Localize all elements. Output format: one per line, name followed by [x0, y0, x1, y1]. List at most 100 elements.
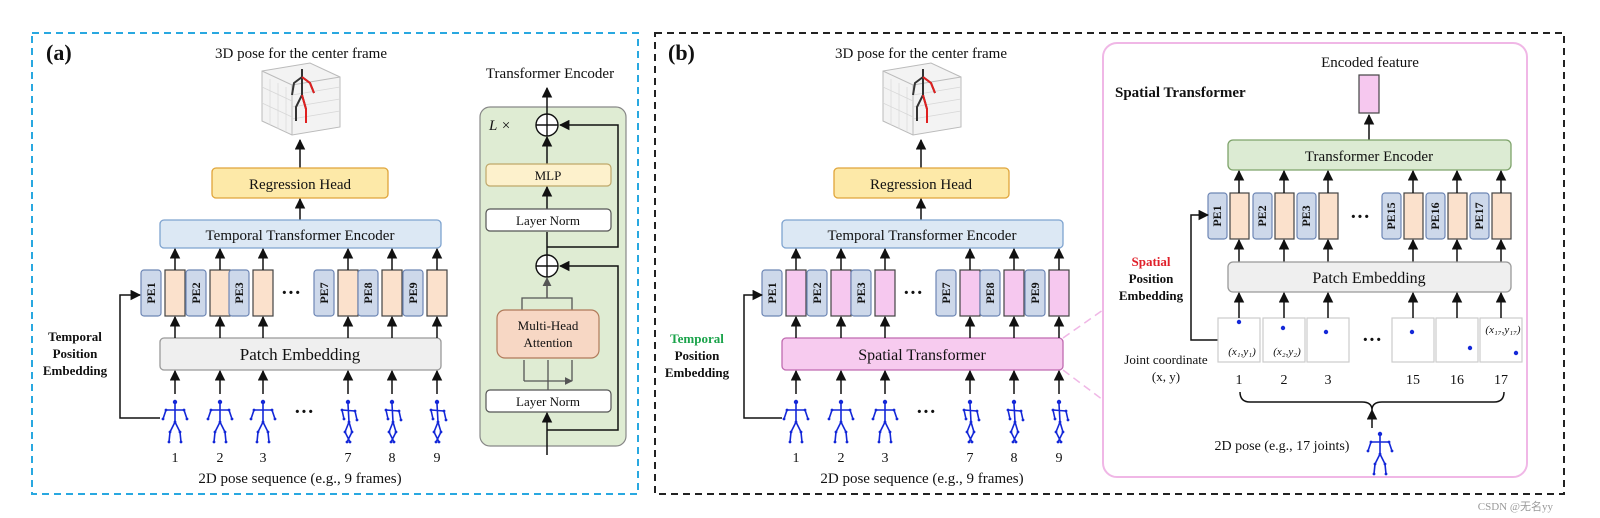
pose-2d-skeleton — [205, 398, 235, 445]
embedding-token — [252, 269, 274, 317]
embedding-token — [164, 269, 186, 317]
pe-label: PE1 — [765, 282, 779, 303]
joint-number: 15 — [1406, 373, 1420, 388]
joint-number: 17 — [1494, 373, 1508, 388]
pe-token — [850, 269, 872, 317]
joint-box — [1306, 317, 1350, 363]
pe-token — [1425, 192, 1446, 240]
pe-token — [1381, 192, 1402, 240]
spatial-transformer-b — [781, 337, 1064, 371]
temporal-encoder-a-label: Temporal Transformer Encoder — [206, 228, 395, 244]
pe-label: PE7 — [939, 282, 953, 303]
ellipsis: ··· — [1350, 206, 1370, 228]
embedding-token — [1318, 192, 1339, 240]
spatial-detail-box — [1102, 42, 1528, 478]
embedding-token — [830, 269, 852, 317]
pe-label: PE3 — [854, 282, 868, 303]
pe-token — [402, 269, 424, 317]
frame-number: 9 — [1056, 451, 1063, 466]
mha-label-2: Attention — [523, 335, 573, 350]
frame-number: 3 — [882, 451, 889, 466]
joint-box — [1435, 317, 1479, 363]
temporal-pos-emb-b-1: Temporal — [670, 331, 724, 346]
embedding-token — [959, 269, 981, 317]
pe-label: PE3 — [1299, 205, 1313, 226]
patch-embedding-spatial — [1227, 261, 1512, 293]
watermark: CSDN @无名yy — [1478, 499, 1554, 513]
mha-inputs — [523, 360, 572, 381]
encoded-feature-token — [1358, 74, 1380, 114]
embedding-token — [1447, 192, 1468, 240]
embedding-token — [1229, 192, 1250, 240]
pose-2d-skeleton — [870, 398, 900, 445]
pe-label: PE9 — [406, 282, 420, 303]
embedding-token — [426, 269, 448, 317]
joint-number: 2 — [1281, 373, 1288, 388]
pose-2d-skeleton — [781, 398, 811, 445]
pose-3d-cube-a — [261, 62, 341, 136]
temporal-pos-emb-a-2: Position — [53, 346, 99, 361]
encoder-detail-bg — [479, 106, 627, 447]
temporal-encoder-b — [781, 219, 1064, 249]
spatial-caption: 2D pose (e.g., 17 joints) — [1215, 439, 1350, 454]
pose-2d-skeleton — [383, 398, 404, 445]
encoder-detail-title: Transformer Encoder — [486, 66, 614, 82]
pe-label: PE8 — [983, 282, 997, 303]
embedding-token — [1048, 269, 1070, 317]
mha-label-1: Multi-Head — [518, 318, 579, 333]
pose-2d-single — [1365, 430, 1395, 477]
pe-label: PE15 — [1384, 202, 1398, 229]
pe-token — [935, 269, 957, 317]
joint-box — [1391, 317, 1435, 363]
temporal-pos-emb-b-3: Embedding — [665, 365, 730, 380]
panel-b-border — [654, 32, 1565, 495]
embedding-token — [337, 269, 359, 317]
pose-2d-skeleton — [248, 398, 278, 445]
pe-label: PE3 — [232, 282, 246, 303]
panel-a-output-label: 3D pose for the center frame — [215, 46, 387, 62]
pe-token — [1024, 269, 1046, 317]
temporal-pos-emb-a-1: Temporal — [48, 329, 102, 344]
temporal-pos-arrow-b — [743, 289, 782, 419]
frame-number: 1 — [172, 451, 179, 466]
spatial-pos-emb-2: Position — [1129, 271, 1175, 286]
temporal-encoder-a — [159, 219, 442, 249]
ellipsis: ··· — [1362, 329, 1382, 351]
pe-token — [185, 269, 207, 317]
patch-embedding-a-label: Patch Embedding — [240, 345, 361, 364]
joint-dot — [1513, 350, 1519, 356]
frame-number: 2 — [838, 451, 845, 466]
pose-2d-skeleton — [160, 398, 190, 445]
joint-brace — [1239, 391, 1505, 411]
pe-token — [1296, 192, 1317, 240]
ellipsis: ··· — [294, 401, 314, 423]
joint-dot — [1323, 329, 1329, 335]
patch-embedding-a — [159, 337, 442, 371]
pe-label: PE8 — [361, 282, 375, 303]
frame-number: 8 — [1011, 451, 1018, 466]
frame-number: 7 — [345, 451, 352, 466]
panel-a-border — [31, 32, 639, 495]
frame-number: 3 — [260, 451, 267, 466]
frame-number: 7 — [967, 451, 974, 466]
coord-label: (x₁,y₁) — [1228, 346, 1256, 358]
add-icon — [536, 255, 558, 277]
transformer-encoder-spatial — [1227, 139, 1512, 171]
temporal-pos-arrow-a — [119, 289, 160, 419]
layer-norm-bottom-label: Layer Norm — [516, 394, 580, 409]
patch-embedding-spatial-label: Patch Embedding — [1312, 270, 1425, 287]
pe-label: PE1 — [144, 282, 158, 303]
embedding-token — [785, 269, 807, 317]
pose-2d-skeleton — [826, 398, 856, 445]
spatial-pos-emb-3: Embedding — [1119, 288, 1184, 303]
joint-number: 16 — [1450, 373, 1464, 388]
pe-label: PE1 — [1210, 205, 1224, 226]
embedding-token — [1403, 192, 1424, 240]
pe-token — [357, 269, 379, 317]
frame-number: 2 — [217, 451, 224, 466]
mlp-label: MLP — [535, 168, 562, 183]
